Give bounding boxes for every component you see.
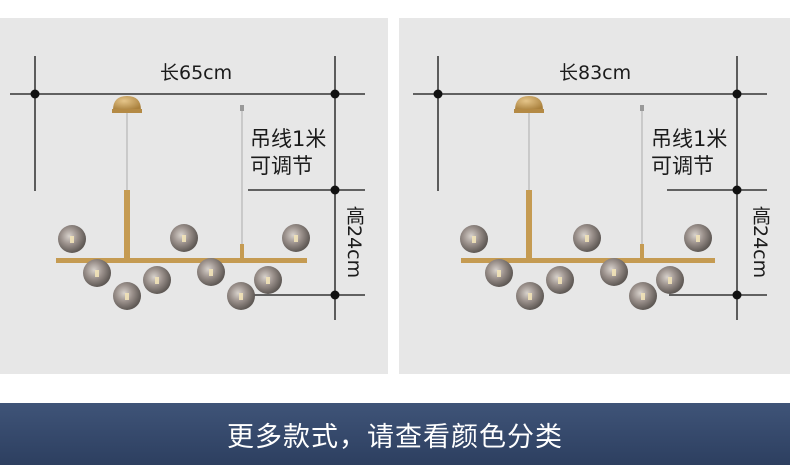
height-label: 高24cm: [343, 206, 365, 279]
ceiling-canopy: [112, 96, 244, 113]
bulb-filaments: [70, 235, 298, 300]
cord-adjustable-label: 可调节: [651, 154, 714, 178]
dimension-lines: [413, 56, 767, 320]
product-panel-65cm: 长65cm 吊线1米 可调节 高24cm: [0, 18, 388, 374]
length-label: 长65cm: [160, 62, 233, 84]
brass-stems: [526, 190, 644, 260]
brass-bar: [56, 258, 307, 263]
banner-text: 更多款式，请查看颜色分类: [227, 421, 563, 453]
ceiling-canopy: [514, 96, 644, 113]
dimension-dots: [30, 89, 340, 300]
cord-adjustable-label: 可调节: [250, 154, 313, 178]
brass-stems: [124, 190, 244, 260]
product-panel-83cm: 长83cm 吊线1米 可调节 高24cm: [399, 18, 790, 374]
cord-length-label: 吊线1米: [651, 127, 728, 151]
suspension-cords: [126, 111, 243, 244]
chandelier-diagram-83cm: [413, 56, 767, 320]
chandelier-diagram-65cm: [10, 56, 365, 320]
more-styles-banner[interactable]: 更多款式，请查看颜色分类: [0, 403, 790, 465]
cord-length-label: 吊线1米: [250, 127, 327, 151]
dimension-lines: [10, 56, 365, 320]
bulb-filaments: [472, 235, 700, 300]
length-label: 长83cm: [559, 62, 632, 84]
height-label: 高24cm: [749, 206, 771, 279]
dimension-dots: [433, 89, 742, 300]
brass-bar: [461, 258, 715, 263]
suspension-cords: [528, 111, 643, 244]
